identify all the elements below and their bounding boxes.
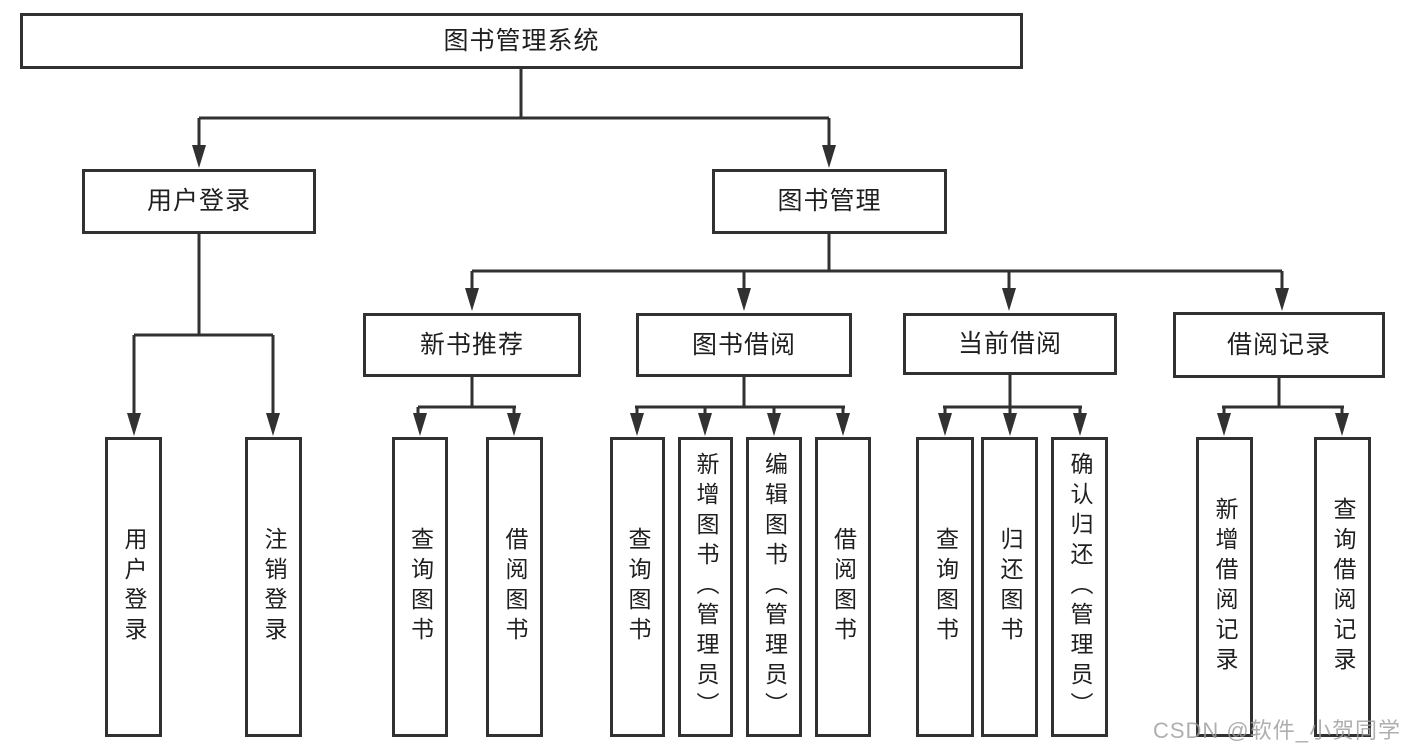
leaf-query-books-borrowing-label: 查询图书 <box>625 527 651 647</box>
arrowheads <box>127 145 1349 436</box>
leaf-return-book: 归还图书 <box>981 437 1038 737</box>
leaf-borrow-books-recommend-label: 借阅图书 <box>502 527 528 647</box>
leaf-logout: 注销登录 <box>245 437 302 737</box>
leaf-query-books-borrowing: 查询图书 <box>610 437 665 737</box>
leaf-query-books-recommend: 查询图书 <box>392 437 448 737</box>
node-current-borrowing-label: 当前借阅 <box>957 329 1062 358</box>
leaf-add-book-admin-label: 新增图书（管理员） <box>693 452 719 722</box>
leaf-borrow-books-borrowing: 借阅图书 <box>815 437 871 737</box>
leaf-user-login-label: 用户登录 <box>121 527 147 647</box>
node-new-book-recommend-label: 新书推荐 <box>419 330 524 359</box>
connector-paths <box>132 68 1344 418</box>
leaf-query-borrow-record: 查询借阅记录 <box>1314 437 1371 737</box>
node-user-login: 用户登录 <box>82 169 316 234</box>
leaf-edit-book-admin: 编辑图书（管理员） <box>746 437 802 737</box>
leaf-add-borrow-record: 新增借阅记录 <box>1196 437 1253 737</box>
node-current-borrowing: 当前借阅 <box>903 313 1117 375</box>
node-book-borrowing: 图书借阅 <box>636 313 852 377</box>
leaf-user-login: 用户登录 <box>105 437 162 737</box>
leaf-borrow-books-borrowing-label: 借阅图书 <box>830 527 857 647</box>
node-book-borrowing-label: 图书借阅 <box>691 330 796 359</box>
leaf-query-borrow-record-label: 查询借阅记录 <box>1330 497 1356 677</box>
leaf-logout-label: 注销登录 <box>261 527 287 647</box>
node-book-management-label: 图书管理 <box>777 187 882 215</box>
leaf-borrow-books-recommend: 借阅图书 <box>486 437 543 737</box>
leaf-query-books-recommend-label: 查询图书 <box>407 527 434 647</box>
leaf-confirm-return-admin: 确认归还（管理员） <box>1051 437 1108 737</box>
node-book-management: 图书管理 <box>712 169 947 234</box>
leaf-query-books-current: 查询图书 <box>916 437 974 737</box>
node-borrowing-records-label: 借阅记录 <box>1226 330 1331 359</box>
node-borrowing-records: 借阅记录 <box>1173 312 1385 378</box>
node-root-label: 图书管理系统 <box>443 26 600 55</box>
leaf-add-borrow-record-label: 新增借阅记录 <box>1212 497 1238 677</box>
node-user-login-label: 用户登录 <box>146 187 251 215</box>
node-root: 图书管理系统 <box>20 13 1023 69</box>
leaf-add-book-admin: 新增图书（管理员） <box>678 437 733 737</box>
leaf-edit-book-admin-label: 编辑图书（管理员） <box>761 452 788 722</box>
csdn-watermark: CSDN @软件_小贺同学 <box>1152 718 1401 743</box>
leaf-query-books-current-label: 查询图书 <box>932 527 959 647</box>
leaf-confirm-return-admin-label: 确认归还（管理员） <box>1067 452 1093 722</box>
leaf-return-book-label: 归还图书 <box>997 527 1023 647</box>
node-new-book-recommend: 新书推荐 <box>363 313 581 377</box>
